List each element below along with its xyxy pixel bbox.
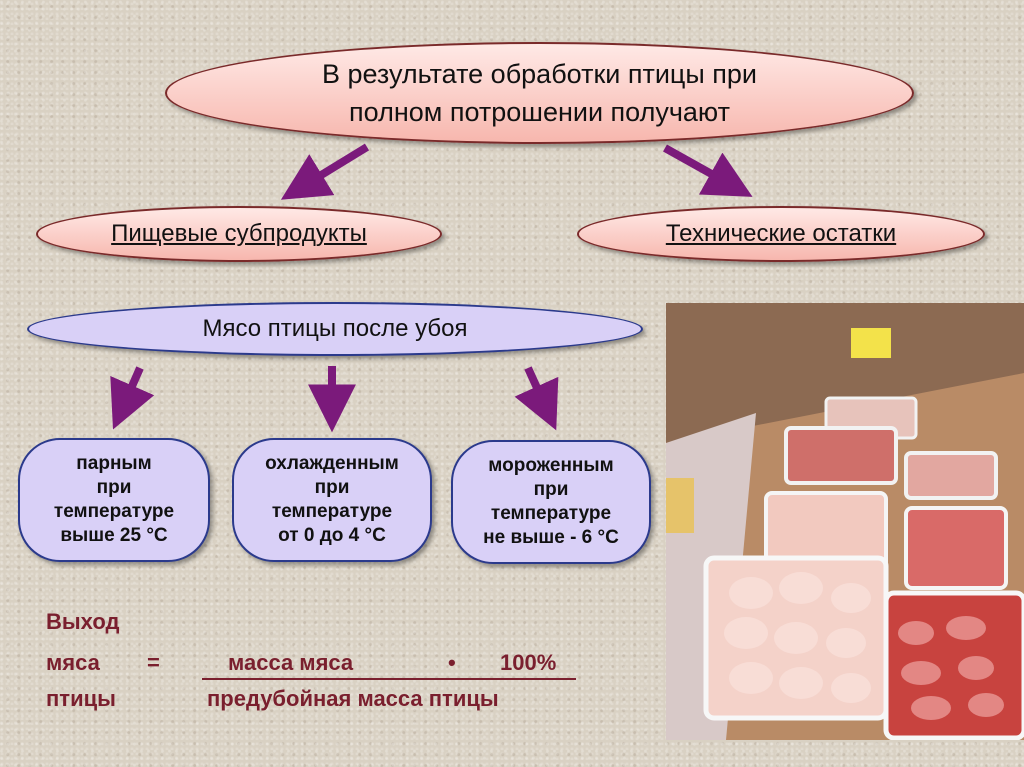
technical-remains-oval: Технические остатки (577, 206, 985, 262)
formula-equals: = (147, 650, 160, 676)
state-chilled-box: охлажденным при температуре от 0 до 4 °C (232, 438, 432, 562)
state-line: температуре (272, 500, 392, 524)
state-line: не выше - 6 °C (483, 526, 619, 550)
formula-left-3: птицы (46, 686, 116, 712)
formula-dot: • (448, 650, 456, 676)
state-line: от 0 до 4 °C (278, 524, 386, 548)
meat-after-slaughter-label: Мясо птицы после убоя (202, 315, 467, 343)
arrow-to-state-3 (528, 368, 547, 410)
arrow-to-state-1 (122, 368, 140, 409)
top-line-2: полном потрошении получают (322, 93, 757, 131)
state-frozen-box: мороженным при температуре не выше - 6 °… (451, 440, 651, 564)
state-line: при (315, 476, 350, 500)
top-oval: В результате обработки птицы при полном … (165, 42, 914, 144)
state-line: охлажденным (265, 452, 399, 476)
top-line-1: В результате обработки птицы при (322, 55, 757, 93)
food-byproducts-label: Пищевые субпродукты (111, 220, 367, 248)
formula-numerator: масса мяса (228, 650, 353, 676)
state-line: температуре (491, 502, 611, 526)
poultry-display-illustration (666, 303, 1024, 740)
technical-remains-label: Технические остатки (666, 220, 896, 248)
state-line: при (97, 476, 132, 500)
formula-denominator: предубойная масса птицы (207, 686, 499, 712)
state-line: при (534, 478, 569, 502)
arrow-to-food (300, 147, 367, 188)
state-line: температуре (54, 500, 174, 524)
formula-left-2: мяса (46, 650, 100, 676)
food-byproducts-oval: Пищевые субпродукты (36, 206, 442, 262)
state-line: парным (76, 452, 151, 476)
state-line: выше 25 °C (60, 524, 167, 548)
formula-percent: 100% (500, 650, 556, 676)
meat-after-slaughter-oval: Мясо птицы после убоя (27, 302, 643, 356)
formula-left-1: Выход (46, 609, 119, 635)
poultry-display-photo (666, 303, 1024, 740)
state-line: мороженным (488, 454, 613, 478)
state-fresh-box: парным при температуре выше 25 °C (18, 438, 210, 562)
arrow-to-tech (665, 148, 733, 186)
